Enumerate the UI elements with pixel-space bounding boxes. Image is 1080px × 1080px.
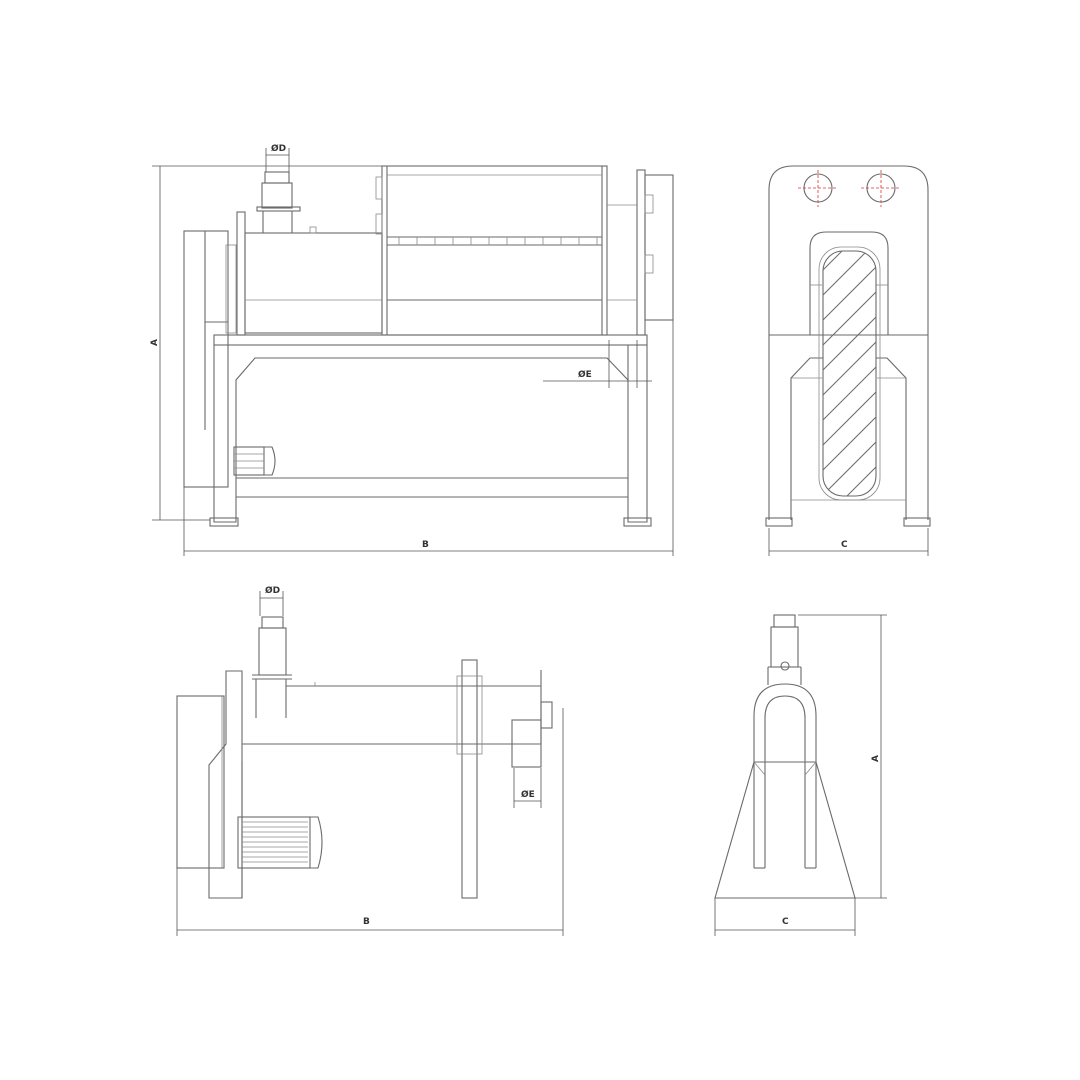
side-view-top: C	[765, 165, 931, 556]
front-view-top: A B ØD ØE	[150, 143, 674, 556]
dim-label-a-bottom: A	[871, 755, 881, 762]
dim-label-b-bottom: B	[363, 917, 370, 927]
dim-label-c-bottom: C	[782, 917, 789, 927]
front-view-bottom: B ØD ØE	[176, 585, 564, 936]
dim-label-a: A	[150, 339, 160, 346]
side-view-bottom: A C	[714, 614, 887, 936]
dim-label-b: B	[422, 540, 429, 550]
dim-label-e-bottom: ØE	[521, 789, 535, 800]
dim-label-c: C	[841, 540, 848, 550]
dim-label-d-bottom: ØD	[265, 585, 280, 596]
dim-label-e: ØE	[578, 369, 592, 380]
dim-label-d: ØD	[271, 143, 286, 154]
